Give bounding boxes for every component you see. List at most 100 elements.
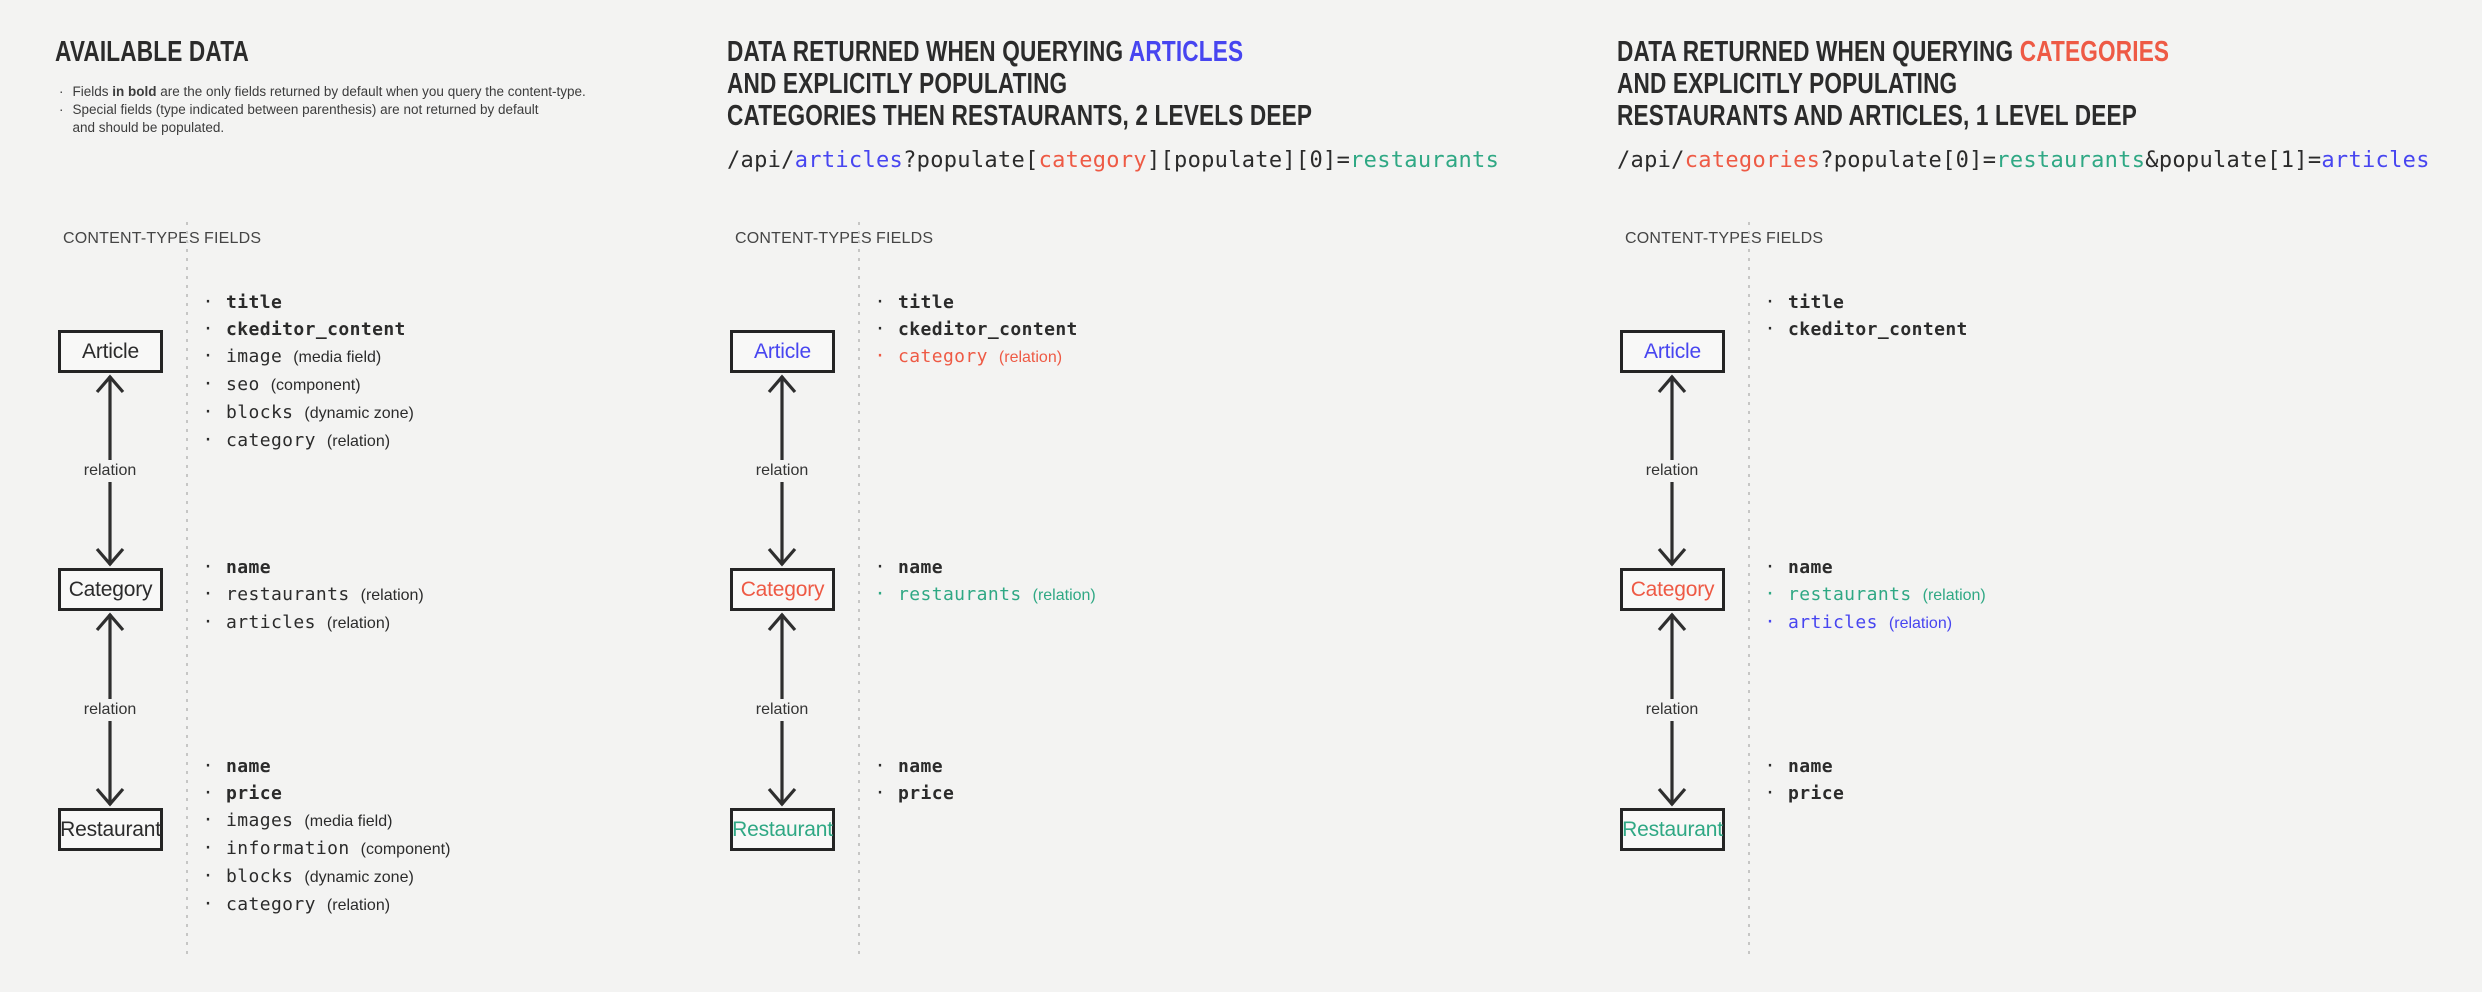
- field-name: images: [226, 810, 294, 831]
- field-type: (dynamic zone): [304, 405, 414, 422]
- field-type: (media field): [293, 349, 382, 366]
- field-item: ·articles(relation): [204, 608, 424, 636]
- field-item: ·blocks(dynamic zone): [204, 398, 414, 426]
- bullet-icon: ·: [204, 833, 212, 860]
- diagram-section-1: AVAILABLE DATA ·Fields in bold are the o…: [55, 0, 915, 992]
- fields-list-category: ·name·restaurants(relation)· articles (rel…: [204, 553, 424, 636]
- field-name: ckeditor_content: [898, 319, 1078, 340]
- content-type-box-category: Category: [58, 568, 163, 611]
- fields-list-restaurant: ·name·price·images(media field)·informat…: [204, 752, 450, 918]
- field-item: ·price: [876, 779, 954, 806]
- section-title-line: AVAILABLE DATA: [55, 36, 249, 68]
- field-name: ckeditor_content: [226, 319, 406, 340]
- field-item: ·ckeditor_content: [1766, 315, 1968, 342]
- bullet-icon: ·: [204, 805, 212, 832]
- field-type: (relation): [1922, 587, 1986, 604]
- bullet-icon: ·: [876, 341, 884, 368]
- field-item: ·seo(component): [204, 370, 414, 398]
- bullet-icon: ·: [204, 425, 212, 452]
- title-text: RESTAURANTS AND ARTICLES, 1 LEVEL DEEP: [1617, 100, 2137, 132]
- bullet-icon: ·: [1766, 314, 1774, 341]
- field-name: image: [226, 346, 283, 367]
- legend-notes: ·Fields in bold are the only fields retu…: [59, 83, 586, 137]
- field-name: category: [226, 430, 316, 451]
- bullet-icon: ·: [59, 102, 64, 117]
- field-item: ·category(relation): [204, 890, 450, 918]
- field-name: title: [226, 292, 283, 313]
- code-segment: &populate[1]=: [2145, 148, 2322, 173]
- bullet-icon: ·: [1766, 287, 1774, 314]
- field-item: ·name: [876, 752, 954, 779]
- bullet-icon: ·: [59, 84, 64, 99]
- content-type-box-category: Category: [730, 568, 835, 611]
- field-item: ·articles(relation): [1766, 608, 1986, 636]
- section-title: AVAILABLE DATA: [55, 36, 249, 68]
- field-name: price: [1788, 783, 1845, 804]
- fields-list-article: · title·ckeditor_content: [1766, 288, 1968, 342]
- content-types-header: CONTENT-TYPES: [1625, 230, 1762, 247]
- column-divider: [1748, 222, 1750, 958]
- bullet-icon: ·: [204, 778, 212, 805]
- content-type-box-restaurant: Restaurant: [1620, 808, 1725, 851]
- field-item: ·restaurants(relation): [204, 580, 424, 608]
- field-name: name: [1788, 557, 1833, 578]
- title-text: AND EXPLICITLY POPULATING: [1617, 68, 1958, 100]
- bullet-icon: ·: [204, 369, 212, 396]
- bullet-icon: ·: [204, 579, 212, 606]
- field-name: articles: [226, 612, 316, 633]
- relation-label: relation: [1639, 698, 1705, 721]
- field-name: price: [898, 783, 955, 804]
- content-types-header: CONTENT-TYPES: [63, 230, 200, 247]
- fields-list-category: ·name·restaurants(relation)·articles(rel…: [1766, 553, 1986, 636]
- bullet-icon: ·: [204, 341, 212, 368]
- fields-list-restaurant: ·name·price: [876, 752, 954, 806]
- bullet-icon: ·: [204, 397, 212, 424]
- bullet-icon: ·: [1766, 552, 1774, 579]
- bullet-icon: ·: [1766, 751, 1774, 778]
- field-name: title: [898, 292, 955, 313]
- code-segment: articles: [2321, 148, 2430, 173]
- field-type: (relation): [326, 615, 391, 632]
- field-type: (relation): [1888, 615, 1953, 632]
- field-item: ·category(relation): [204, 426, 414, 454]
- section-title-line: RESTAURANTS AND ARTICLES, 1 LEVEL DEEP: [1617, 100, 2169, 132]
- field-name: articles: [1788, 612, 1878, 633]
- legend-note: ·Special fields (type indicated between …: [59, 101, 586, 137]
- field-type: (relation): [360, 587, 424, 604]
- field-name: seo: [226, 374, 260, 395]
- field-item: · title: [876, 288, 1078, 315]
- field-name: category: [226, 894, 316, 915]
- fields-list-article: ·title·ckeditor_content·category(relatio…: [876, 288, 1078, 370]
- fields-list-restaurant: ·name·price: [1766, 752, 1844, 806]
- field-name: restaurants: [898, 584, 1022, 605]
- title-text: AVAILABLE DATA: [55, 36, 250, 68]
- title-text: DATA RETURNED WHEN QUERYING: [1617, 36, 2020, 68]
- bullet-icon: ·: [876, 314, 884, 341]
- field-item: ·name: [204, 752, 450, 779]
- field-type: (component): [360, 841, 451, 858]
- field-name: name: [898, 557, 943, 578]
- field-item: ·name: [876, 553, 1096, 580]
- field-name: title: [1788, 292, 1845, 313]
- fields-header: FIELDS: [1766, 230, 1824, 247]
- api-query-code: /api/categories?populate[0]=restaurants&…: [1617, 148, 2430, 174]
- bullet-icon: ·: [204, 751, 212, 778]
- bullet-icon: ·: [876, 287, 884, 314]
- field-item: ·name: [204, 553, 424, 580]
- field-name: information: [226, 838, 350, 859]
- code-segment: ?populate[0]=: [1820, 148, 1997, 173]
- content-types-header: CONTENT-TYPES: [735, 230, 872, 247]
- section-title-line: AND EXPLICITLY POPULATING: [727, 68, 1312, 100]
- bullet-icon: ·: [204, 287, 212, 314]
- api-query-code: /api/articles?populate[category][populat…: [727, 148, 1499, 174]
- bullet-icon: ·: [1766, 579, 1774, 606]
- content-type-box-category: Category: [1620, 568, 1725, 611]
- field-item: · information (component): [204, 834, 450, 862]
- field-item: ·price: [204, 779, 450, 806]
- field-item: ·images(media field): [204, 806, 450, 834]
